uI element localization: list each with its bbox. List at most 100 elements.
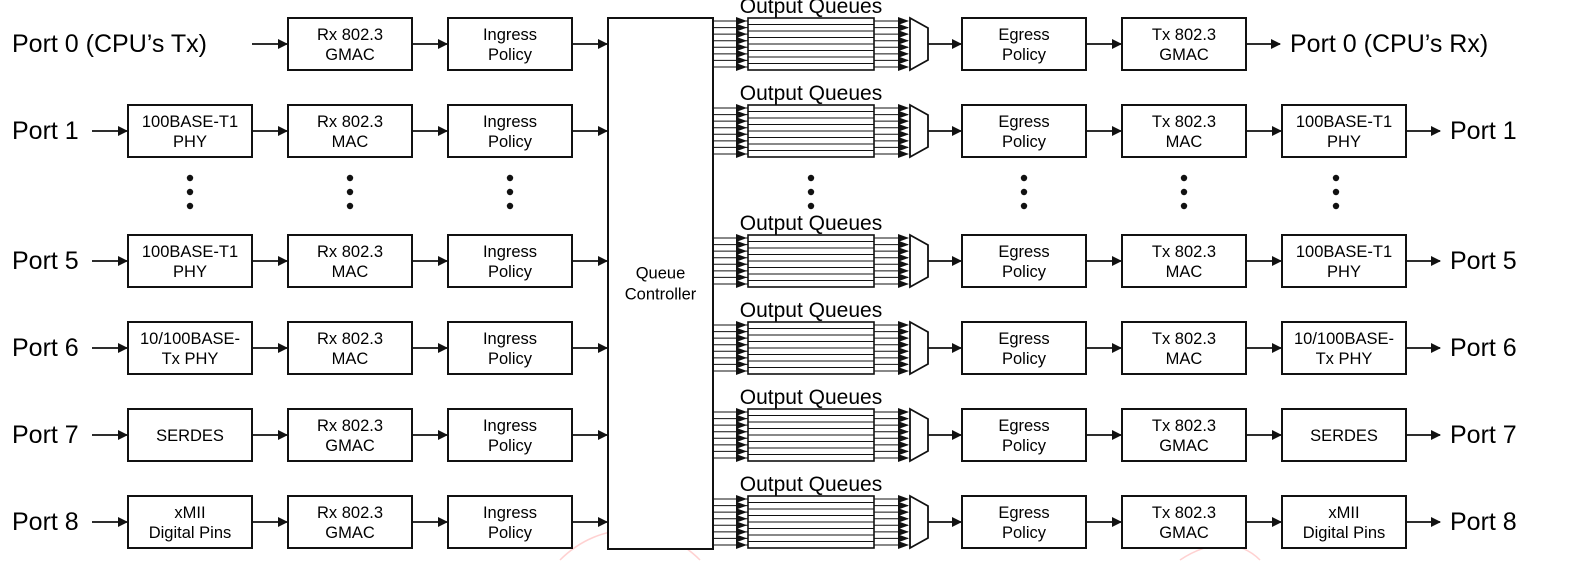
input-phy-p7 — [127, 408, 253, 462]
output-queues-label: Output Queues — [740, 0, 882, 18]
rx-mac-p7 — [287, 408, 413, 462]
mux-shape — [909, 103, 929, 159]
rx-mac-p1 — [287, 104, 413, 158]
output-queues-label: Output Queues — [740, 473, 882, 496]
ingress-policy-p1 — [447, 104, 573, 158]
mux-shape — [909, 16, 929, 72]
egress-policy-p8 — [961, 495, 1087, 549]
queue-controller — [607, 17, 714, 550]
ingress-policy-p0 — [447, 17, 573, 71]
egress-policy-p1 — [961, 104, 1087, 158]
egress-policy-p7 — [961, 408, 1087, 462]
input-port-label: Port 7 — [12, 421, 79, 449]
output-queues-p0: Output Queues — [713, 0, 962, 72]
mux-shape — [909, 407, 929, 463]
ellipsis-dots — [186, 174, 194, 210]
rx-mac-p5 — [287, 234, 413, 288]
output-phy-p1 — [1281, 104, 1407, 158]
ellipsis-dots — [1180, 174, 1188, 210]
output-queues-label: Output Queues — [740, 386, 882, 409]
output-queues-p8: Output Queues — [713, 473, 962, 550]
tx-mac-p7 — [1121, 408, 1247, 462]
output-phy-p6-label: 10/100BASE-Tx PHY — [1294, 330, 1394, 368]
input-phy-p5 — [127, 234, 253, 288]
egress-policy-p0 — [961, 17, 1087, 71]
input-phy-p1 — [127, 104, 253, 158]
output-queues-label: Output Queues — [740, 212, 882, 235]
input-port-label: Port 5 — [12, 247, 79, 275]
output-port-label: Port 8 — [1450, 508, 1517, 536]
output-queues-p1: Output Queues — [713, 82, 962, 159]
input-port-label: Port 8 — [12, 508, 79, 536]
ingress-policy-p8 — [447, 495, 573, 549]
tx-mac-p8 — [1121, 495, 1247, 549]
rx-mac-p6 — [287, 321, 413, 375]
mux-shape — [909, 320, 929, 376]
output-queues-p6: Output Queues — [713, 299, 962, 376]
input-port-label: Port 6 — [12, 334, 79, 362]
input-phy-p6-label: 10/100BASE-Tx PHY — [140, 330, 240, 368]
input-port-label: Port 1 — [12, 117, 79, 145]
input-phy-p6 — [127, 321, 253, 375]
mux-shape — [909, 233, 929, 289]
output-phy-p8 — [1281, 495, 1407, 549]
output-port-label: Port 5 — [1450, 247, 1517, 275]
output-port-label: Port 1 — [1450, 117, 1517, 145]
output-queues-p5: Output Queues — [713, 212, 962, 289]
output-phy-p7-label: SERDES — [1310, 427, 1378, 445]
output-phy-p5 — [1281, 234, 1407, 288]
mux-shape — [909, 494, 929, 550]
egress-policy-p5 — [961, 234, 1087, 288]
output-port-label: Port 0 (CPU’s Rx) — [1290, 30, 1488, 58]
output-queues-p7: Output Queues — [713, 386, 962, 463]
output-queues-label: Output Queues — [740, 82, 882, 105]
ellipsis-dots — [346, 174, 354, 210]
ellipsis-dots — [506, 174, 514, 210]
egress-policy-p6 — [961, 321, 1087, 375]
tx-mac-p5 — [1121, 234, 1247, 288]
output-queues-label: Output Queues — [740, 299, 882, 322]
tx-mac-p1 — [1121, 104, 1247, 158]
ellipsis-dots — [1020, 174, 1028, 210]
output-phy-p7 — [1281, 408, 1407, 462]
ellipsis-dots — [1332, 174, 1340, 210]
input-port-label: Port 0 (CPU’s Tx) — [12, 30, 207, 58]
ingress-policy-p5 — [447, 234, 573, 288]
input-phy-p8 — [127, 495, 253, 549]
input-phy-p7-label: SERDES — [156, 427, 224, 445]
ellipsis-dots — [807, 174, 815, 210]
rx-mac-p0 — [287, 17, 413, 71]
output-port-label: Port 6 — [1450, 334, 1517, 362]
